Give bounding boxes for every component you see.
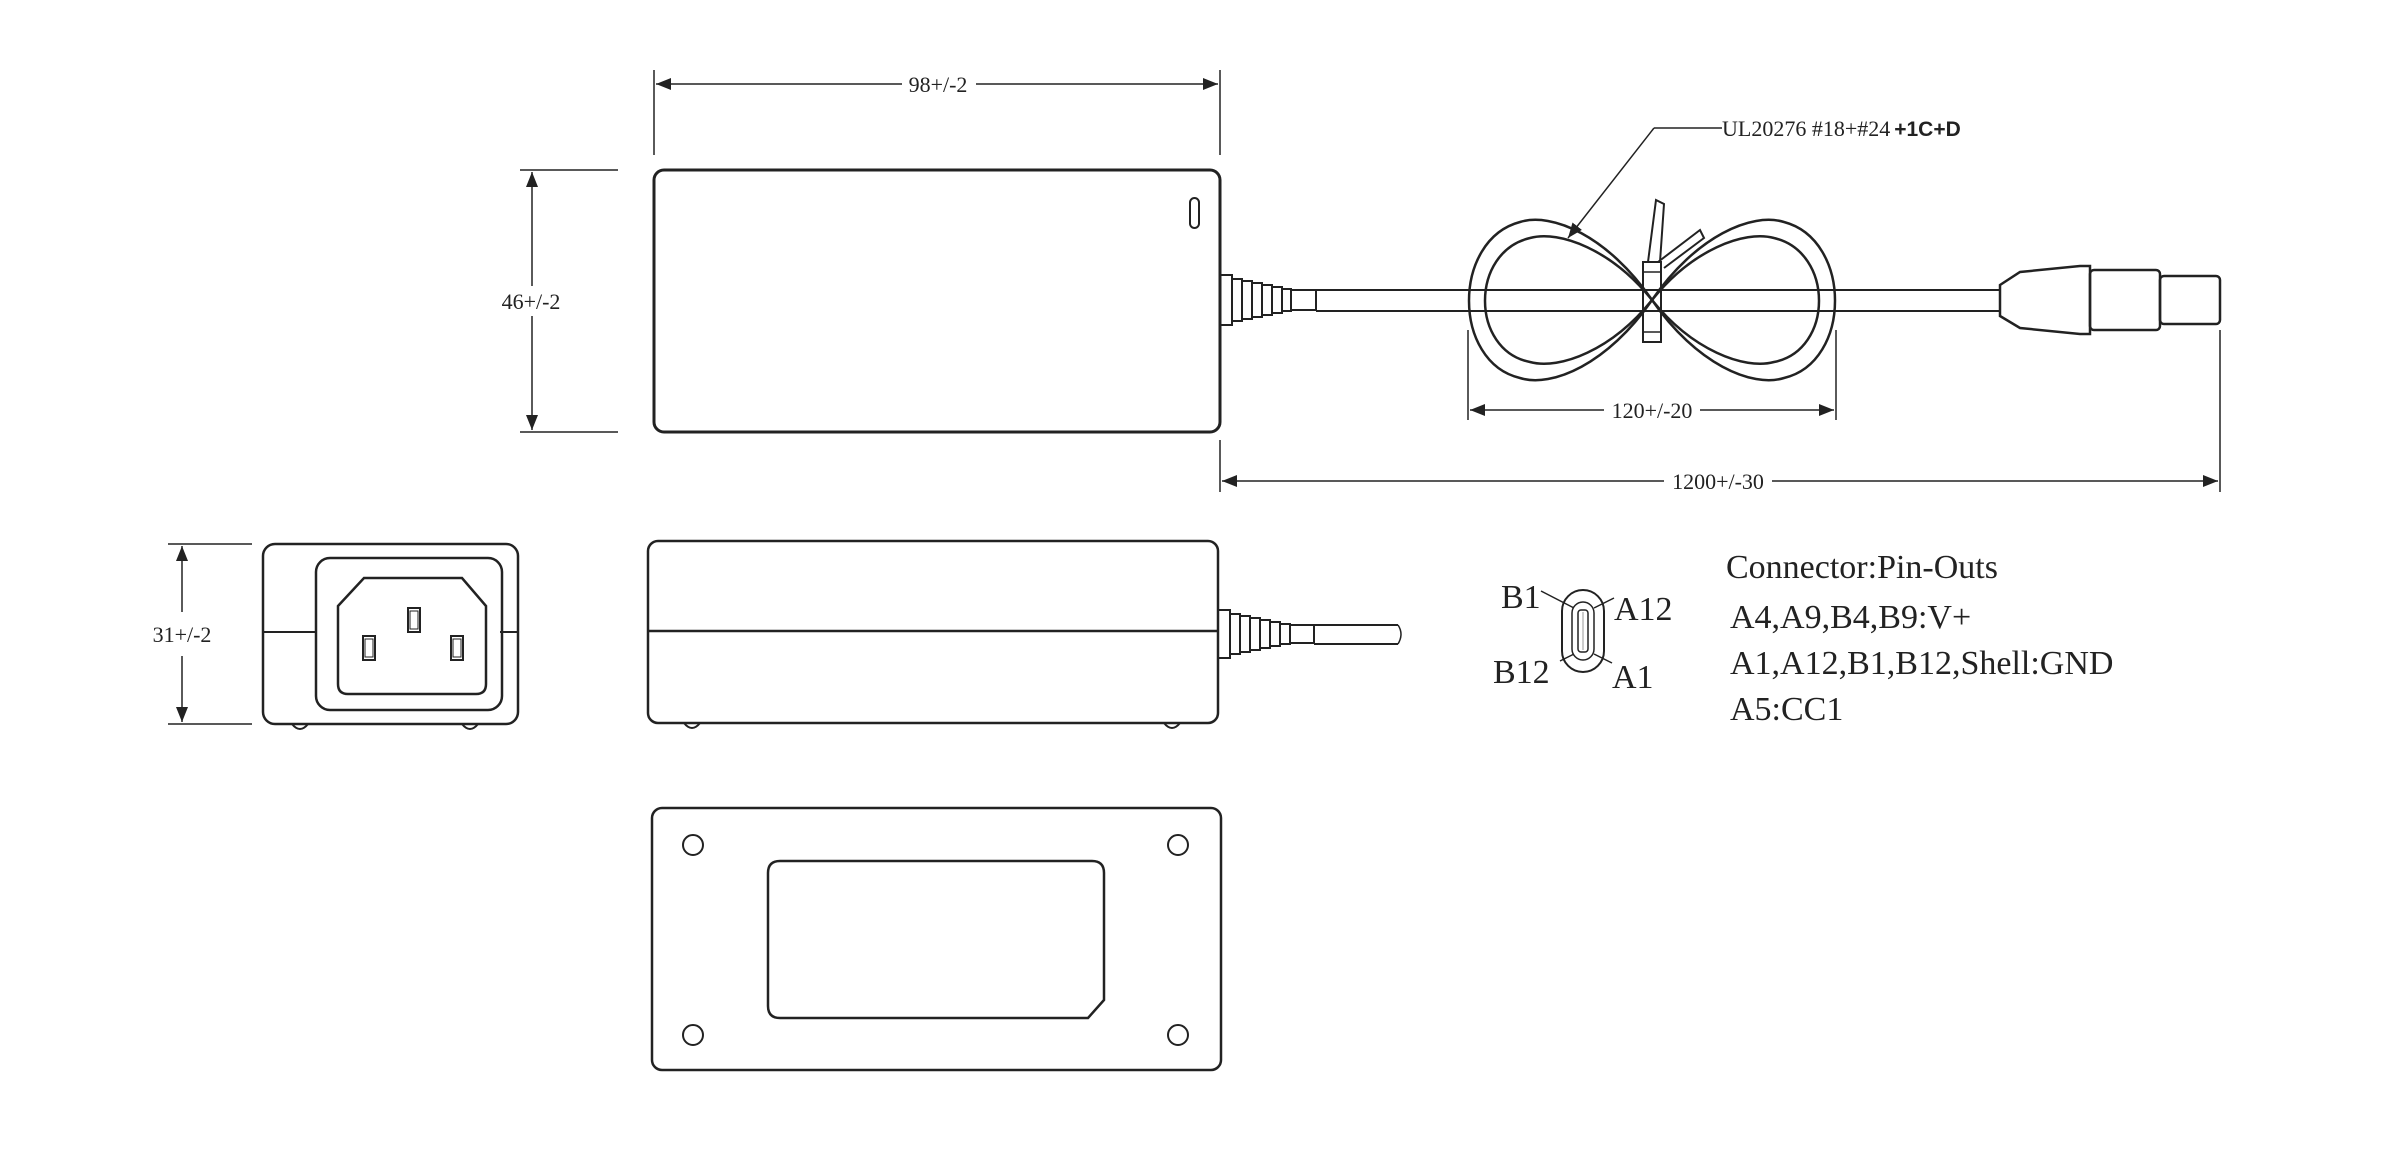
dim-label-body-height: 31+/-2 — [153, 622, 212, 647]
dim-cable-length — [1219, 330, 2221, 492]
dim-label-coil-length: 120+/-20 — [1612, 398, 1693, 423]
dim-body-height — [168, 543, 252, 725]
pin-label-a1: A1 — [1612, 659, 1654, 696]
end-view: 31+/-2 — [153, 542, 520, 730]
led-indicator — [1189, 197, 1200, 229]
dim-label-body-width: 46+/-2 — [502, 289, 561, 314]
pinout-line-vplus: A4,A9,B4,B9:V+ — [1730, 599, 1971, 636]
pinout-block: Connector:Pin-Outs A4,A9,B4,B9:V+ A1,A12… — [1726, 549, 2113, 728]
bottom-view — [650, 806, 1223, 1072]
pin-label-b1: B1 — [1501, 579, 1541, 616]
usb-c-plug — [1998, 264, 2222, 336]
dim-body-length — [653, 70, 1221, 155]
foot-top-left — [682, 834, 704, 856]
cable-stub — [1314, 624, 1402, 645]
dim-label-cable-length: 1200+/-30 — [1672, 469, 1764, 494]
cable-spec-leader — [1567, 127, 1722, 239]
strain-relief-side — [1217, 609, 1315, 659]
strain-relief-top — [1219, 274, 1317, 326]
adapter-body-bottom — [650, 806, 1223, 1072]
pin-label-b12: B12 — [1493, 654, 1550, 691]
pinout-line-gnd: A1,A12,B1,B12,Shell:GND — [1730, 645, 2113, 682]
adapter-body-top — [652, 168, 1222, 434]
cable-coil — [1467, 198, 1837, 382]
cable-spec-suffix: +1C+D — [1894, 118, 1961, 141]
foot-bottom-left — [682, 1024, 704, 1046]
label-area — [766, 859, 1106, 1020]
adapter-body-end — [261, 542, 520, 726]
dim-body-width — [520, 169, 618, 433]
foot-top-right — [1167, 834, 1189, 856]
pin-label-a12: A12 — [1614, 591, 1673, 628]
cable-spec-label: UL20276 #18+#24 +1C+D — [1722, 116, 1961, 141]
cable-spec-main: UL20276 #18+#24 — [1722, 116, 1890, 141]
usb-c-connector-face: B1 A12 B12 A1 — [1493, 579, 1673, 696]
dim-coil-length — [1467, 330, 1837, 420]
top-view: 98+/-2 46+/-2 120+/-20 1200+/-30 UL20276… — [502, 70, 2222, 494]
pinout-line-cc1: A5:CC1 — [1730, 691, 1843, 728]
side-view — [646, 539, 1402, 729]
pinout-title: Connector:Pin-Outs — [1726, 549, 1998, 586]
iec-c14-inlet — [314, 556, 504, 712]
foot-bottom-right — [1167, 1024, 1189, 1046]
dim-label-body-length: 98+/-2 — [909, 72, 968, 97]
